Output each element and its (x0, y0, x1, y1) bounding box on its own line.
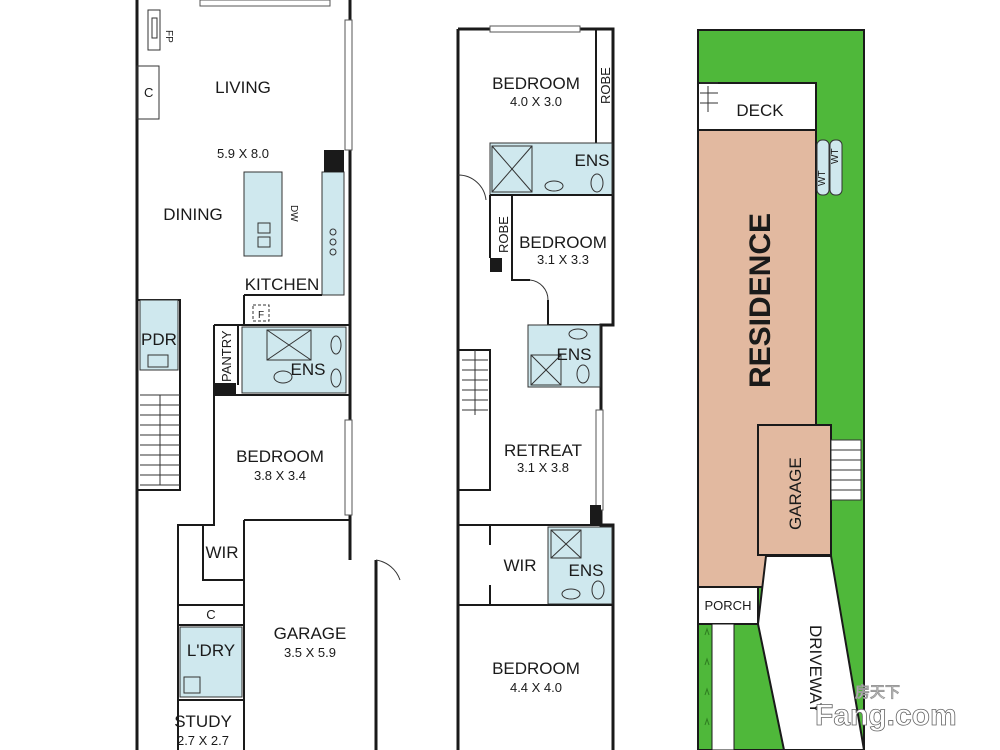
pdr-room (139, 299, 179, 371)
water-tank-2 (829, 139, 843, 196)
water-tank-1-label: WT (817, 170, 828, 186)
driveway-label: DRIVEWAY (806, 625, 825, 714)
water-tank-1 (816, 139, 830, 196)
first-ens2-label: ENS (557, 345, 592, 364)
retreat-label: RETREAT (504, 441, 582, 460)
first-bedroom2-label: BEDROOM (519, 233, 607, 252)
living-side-window (344, 19, 353, 151)
porch (697, 586, 759, 625)
ground-floor-plan (135, 0, 401, 750)
cupboard (136, 65, 160, 120)
robe2-label: ROBE (496, 216, 511, 253)
living-window (199, 0, 331, 7)
kitchen-walls (214, 294, 350, 326)
ground-outer-walls (135, 0, 378, 750)
deck (697, 82, 817, 131)
kitchen-bench (321, 171, 345, 296)
ground-ens-label: ENS (291, 360, 326, 379)
living-label: LIVING (215, 78, 271, 97)
laundry-walls (178, 604, 244, 701)
bedroom-walls (177, 395, 215, 750)
first-ensuite-3 (547, 526, 613, 605)
ground-stairs (140, 394, 180, 486)
site-plan (697, 29, 866, 750)
site-garage (757, 424, 832, 556)
fridge-label: F (258, 310, 264, 321)
first-bedroom3-label: BEDROOM (492, 659, 580, 678)
residence-label: RESIDENCE (744, 213, 777, 388)
porch-label: PORCH (705, 598, 752, 613)
laundry-label: L'DRY (187, 641, 235, 660)
kitchen-island (243, 171, 283, 257)
first-stairs (458, 349, 491, 491)
first-ens1-label: ENS (575, 151, 610, 170)
laundry-room (179, 626, 243, 698)
water-tank-2-label: WT (830, 148, 841, 164)
first-bedroom3-dim: 4.4 X 4.0 (510, 680, 562, 695)
pdr-label: PDR (141, 330, 177, 349)
garden-path (711, 623, 735, 750)
dining-label: DINING (163, 205, 223, 224)
dishwasher-label: DW (288, 205, 299, 222)
ground-garage-dim: 3.5 X 5.9 (284, 645, 336, 660)
ground-bedroom-label: BEDROOM (236, 447, 324, 466)
first-bedroom2-dim: 3.1 X 3.3 (537, 252, 589, 267)
ground-wir-label: WIR (205, 543, 238, 562)
fireplace (147, 9, 161, 51)
laundry-cupboard-label: C (206, 607, 215, 622)
first-wir-label: WIR (503, 556, 536, 575)
retreat-dim: 3.1 X 3.8 (517, 460, 569, 475)
site-garage-label: GARAGE (786, 457, 805, 530)
ground-garage-label: GARAGE (274, 624, 347, 643)
watermark-cn: 房天下 (855, 683, 900, 701)
living-dim: 5.9 X 8.0 (217, 146, 269, 161)
garage-door-swing (375, 559, 401, 581)
deck-label: DECK (736, 101, 784, 120)
driveway (756, 555, 866, 750)
first-bedroom1-dim: 4.0 X 3.0 (510, 94, 562, 109)
watermark-brand: Fang.com (815, 699, 957, 732)
kitchen-label: KITCHEN (245, 275, 320, 294)
wir-garage-walls (202, 519, 350, 750)
ground-bedroom-dim: 3.8 X 3.4 (254, 468, 306, 483)
first-ensuite-1 (489, 142, 613, 196)
first-bedroom1-label: BEDROOM (492, 74, 580, 93)
fridge-space (252, 304, 270, 322)
robe1-label: ROBE (598, 67, 613, 104)
study-dim: 2.7 X 2.7 (177, 733, 229, 748)
study-label: STUDY (174, 712, 232, 731)
first-floor-plan (456, 25, 615, 750)
cupboard-label: C (144, 85, 153, 100)
fp-label: FP (163, 30, 174, 43)
pantry-label: PANTRY (219, 330, 234, 382)
first-ens3-label: ENS (569, 561, 604, 580)
